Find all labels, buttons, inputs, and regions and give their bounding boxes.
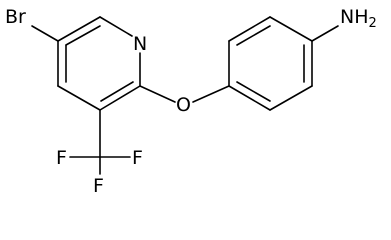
atom-o-label: O: [176, 94, 191, 116]
benzene-ring: [228, 16, 313, 111]
molecule-structure: Br N O NH2 F F F: [5, 6, 377, 197]
atom-br-label: Br: [5, 6, 26, 28]
bond-c2-c3-inner: [65, 25, 101, 46]
atom-n-label: N: [133, 33, 147, 55]
atom-nh-label: NH: [340, 6, 369, 28]
bond-c3-br: [31, 25, 59, 42]
bond-n-c2: [99, 16, 133, 37]
atom-f-left-label: F: [56, 147, 67, 169]
bond-c6-o: [139, 85, 176, 103]
atom-nh2-subscript: 2: [369, 16, 377, 31]
bond-c1p-c2p-inner: [236, 81, 271, 102]
bond-c4-c5: [57, 85, 101, 111]
bond-c5-c6-inner: [100, 81, 134, 102]
atom-f-bottom-label: F: [93, 175, 104, 197]
bond-c4p-c5p: [269, 16, 313, 42]
bond-c5-c6: [99, 85, 141, 111]
bond-o-c1p: [192, 85, 230, 103]
pyridine-ring: [57, 16, 141, 111]
atom-f-right-label: F: [132, 147, 143, 169]
bond-c2-c3: [57, 16, 101, 42]
bond-c4p-nh2: [311, 25, 339, 42]
bond-c2p-c3p: [269, 85, 313, 111]
atom-nh2-label: NH2: [340, 6, 377, 31]
bond-c5p-c6p-inner: [236, 25, 271, 46]
bond-c1p-c2p: [228, 85, 271, 111]
bond-c5p-c6p: [228, 16, 271, 42]
